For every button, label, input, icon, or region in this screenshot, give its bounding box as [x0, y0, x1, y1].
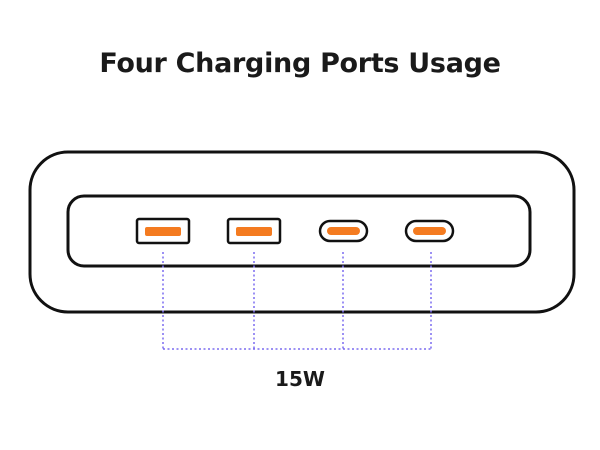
usb-c-port [404, 219, 455, 243]
usb-a-port [135, 217, 191, 245]
usb-c-port-insert [413, 227, 446, 235]
diagram-title: Four Charging Ports Usage [99, 48, 501, 79]
power-bank-body [28, 150, 576, 314]
usb-c-port [318, 219, 369, 243]
usb-c-port-insert [327, 227, 360, 235]
output-wattage-label: 15W [275, 367, 325, 391]
usb-a-port-insert [236, 227, 272, 236]
port-panel [66, 194, 532, 268]
usb-a-port [226, 217, 282, 245]
usb-a-port-insert [145, 227, 181, 236]
